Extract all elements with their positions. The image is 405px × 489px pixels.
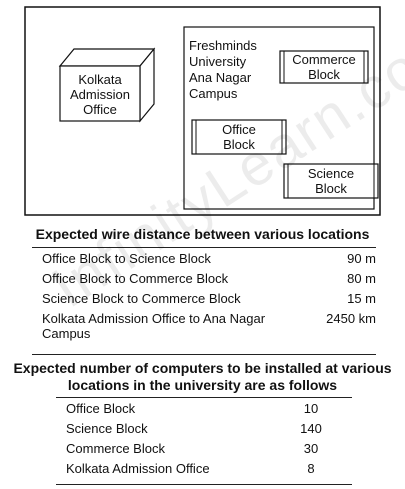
computers-heading-line-1: Expected number of computers to be insta… [13,360,392,376]
campus-label-4: Campus [189,86,238,101]
office-label-2: Block [223,137,255,152]
office-label-1: Office [222,122,256,137]
commerce-label-2: Block [308,67,340,82]
location-cell: Kolkata Admission Office [66,461,210,476]
table-row: Office Block 10 [66,401,346,421]
campus-diagram: Kolkata Admission Office Freshminds Univ… [24,6,381,216]
computers-bottom-rule [56,484,352,485]
kolkata-office-box: Kolkata Admission Office [58,47,156,123]
count-cell: 8 [307,461,315,476]
outer-frame [24,6,381,216]
computers-top-rule [56,397,352,398]
route-line-2: Campus [42,326,91,341]
commerce-block-box: Commerce Block [279,50,369,84]
kolkata-label-3: Office [83,102,117,117]
science-block-box: Science Block [283,163,379,199]
wire-bottom-rule [32,354,376,355]
commerce-label-1: Commerce [292,52,356,67]
count-cell: 30 [303,441,319,456]
route-line-1: Kolkata Admission Office to Ana Nagar [42,311,266,326]
distance-cell: 90 m [347,251,376,266]
distance-cell: 80 m [347,271,376,286]
kolkata-label-1: Kolkata [78,72,122,87]
table-row: Office Block to Science Block 90 m [42,251,376,271]
campus-label-1: Freshminds [189,38,257,53]
distance-cell: 2450 km [326,311,376,326]
kolkata-label-2: Admission [70,87,130,102]
route-cell: Kolkata Admission Office to Ana Nagar Ca… [42,311,315,341]
wire-distance-table: Office Block to Science Block 90 m Offic… [42,251,376,341]
distance-cell: 15 m [347,291,376,306]
science-label-2: Block [315,181,347,196]
table-row: Kolkata Admission Office 8 [66,461,346,481]
table-row: Science Block to Commerce Block 15 m [42,291,376,311]
campus-label-3: Ana Nagar [189,70,252,85]
count-cell: 10 [303,401,319,416]
route-cell: Science Block to Commerce Block [42,291,241,306]
table-row: Commerce Block 30 [66,441,346,461]
campus-box [183,26,375,210]
campus-label-2: University [189,54,247,69]
office-block-box: Office Block [191,119,287,155]
route-cell: Office Block to Science Block [42,251,211,266]
computers-heading-line-2: locations in the university are as follo… [67,377,338,393]
table-row: Office Block to Commerce Block 80 m [42,271,376,291]
table-row: Science Block 140 [66,421,346,441]
location-cell: Science Block [66,421,148,436]
location-cell: Commerce Block [66,441,165,456]
count-cell: 140 [300,421,322,436]
route-cell: Office Block to Commerce Block [42,271,229,286]
wire-distance-heading: Expected wire distance between various l… [35,226,370,242]
table-row: Kolkata Admission Office to Ana Nagar Ca… [42,311,376,341]
wire-top-rule [32,247,376,248]
location-cell: Office Block [66,401,136,416]
science-label-1: Science [308,166,354,181]
computers-table: Office Block 10 Science Block 140 Commer… [66,401,346,481]
computers-heading: Expected number of computers to be insta… [0,360,405,394]
